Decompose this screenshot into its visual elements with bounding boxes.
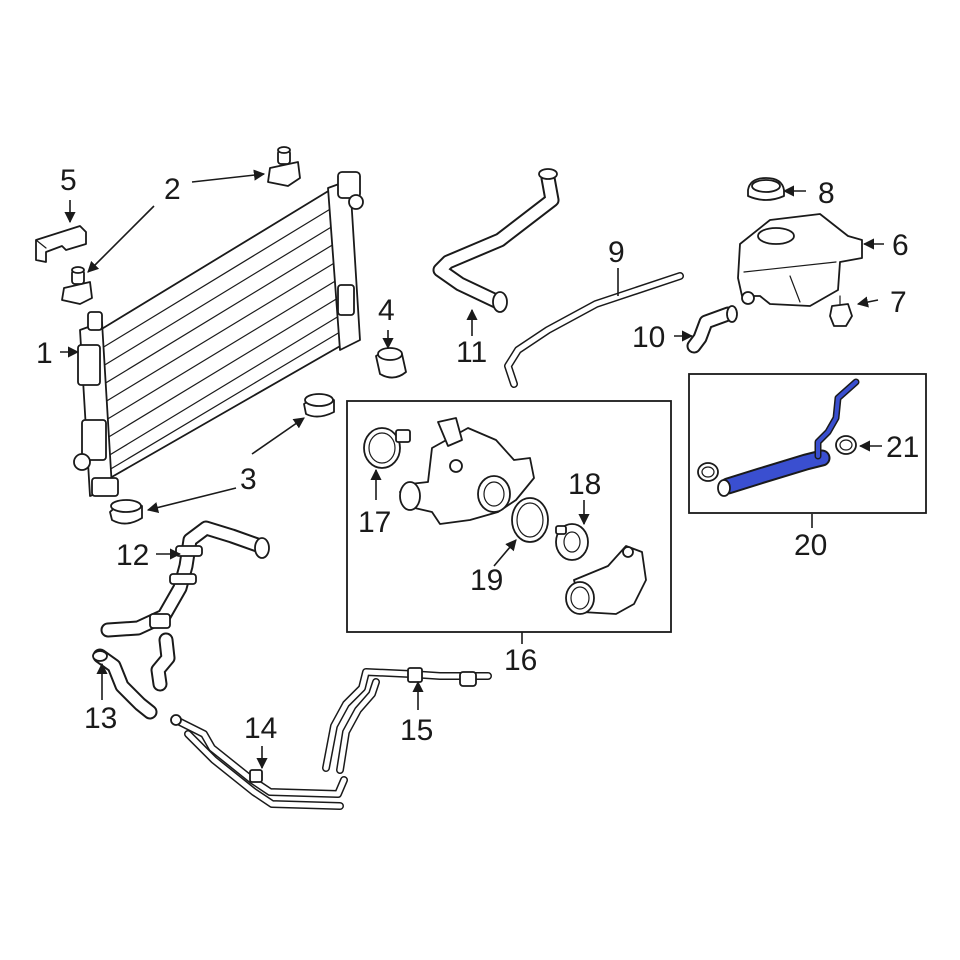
water-outlet-housing[interactable] [399,417,535,525]
callout-6: 6 [892,229,909,262]
callout-17: 17 [358,506,391,539]
isolator-upper[interactable] [303,393,335,418]
thermostat-housing-group-box [346,400,672,633]
callout-2: 2 [164,173,181,206]
callout-14: 14 [244,712,277,745]
highlighted-hose-group-box [688,373,927,514]
callout-13: 13 [84,702,117,735]
callout-15: 15 [400,714,433,747]
callout-18: 18 [568,468,601,501]
callout-11: 11 [456,336,487,369]
callout-8: 8 [818,177,835,210]
callout-7: 7 [890,286,907,319]
callout-1: 1 [36,337,53,370]
lower-radiator-hose[interactable] [100,520,270,692]
bypass-hose[interactable] [92,648,158,720]
callout-4: 4 [378,294,395,327]
upper-radiator-hose[interactable] [432,168,560,313]
callout-19: 19 [470,564,503,597]
callout-20: 20 [794,529,827,562]
o-ring-left[interactable] [697,462,719,482]
bracket[interactable] [35,225,87,263]
callout-labels: 1 2 3 4 5 6 7 8 9 10 11 12 13 14 15 16 1… [36,164,919,747]
callout-16: 16 [504,644,537,677]
heater-tube-lower[interactable] [170,714,348,810]
reservoir-hose[interactable] [686,305,738,354]
callout-5: 5 [60,164,77,197]
bushing[interactable] [375,347,407,379]
reservoir-cap[interactable] [747,177,785,201]
callout-12: 12 [116,539,149,572]
gasket[interactable] [511,497,549,543]
coolant-reservoir[interactable] [737,213,863,307]
radiator[interactable] [73,171,364,497]
callout-3: 3 [240,463,257,496]
heater-tube-upper[interactable] [322,667,492,774]
coolant-hose-highlighted[interactable] [717,378,860,497]
mounting-bolt[interactable] [829,295,853,327]
clamp[interactable] [363,427,411,469]
callout-21: 21 [886,431,919,464]
upper-mount[interactable] [267,146,301,187]
overflow-tube[interactable] [504,272,684,388]
o-ring-right[interactable] [835,435,857,455]
callout-9: 9 [608,236,625,269]
thermostat-cover[interactable] [565,545,647,615]
callout-10: 10 [632,321,665,354]
thermostat[interactable] [555,523,589,561]
isolator-lower[interactable] [109,499,143,525]
upper-mount-lower[interactable] [61,266,93,305]
leader-lines [60,169,884,770]
